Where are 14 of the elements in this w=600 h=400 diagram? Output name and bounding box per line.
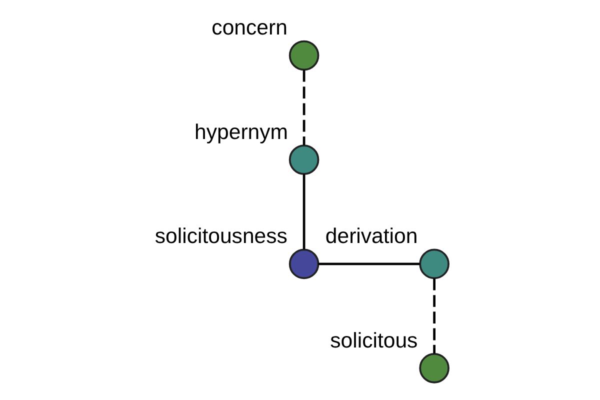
connector [432,278,435,354]
node-label: solicitous [330,328,418,352]
connector [302,70,305,146]
node-circle [418,248,449,280]
node-label: solicitousness [154,224,287,248]
connector [302,174,305,250]
node-circle [288,248,319,280]
node-label: hypernym [194,120,288,144]
node-label: concern [211,16,287,40]
connector [318,262,420,266]
node-label: derivation [324,224,418,248]
node-circle [288,40,319,71]
node-circle [288,144,319,175]
node-circle [418,353,449,384]
